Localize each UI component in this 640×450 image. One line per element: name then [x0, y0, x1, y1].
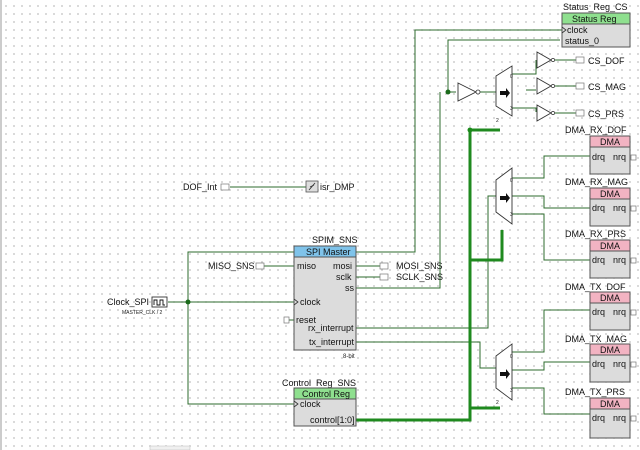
- dma-tx-mag-nrq: nrq: [613, 359, 626, 369]
- spi-clock-pin: clock: [300, 297, 321, 307]
- control-reg-control-pin: control[1:0]: [310, 415, 355, 425]
- spi-tx-interrupt-pin: tx_interrupt: [309, 337, 355, 347]
- dma-rx-mag-drq: drq: [592, 203, 605, 213]
- spi-miso-pin: miso: [297, 261, 316, 271]
- dma-rx-mag-instance: DMA_RX_MAG: [565, 177, 628, 187]
- control-reg-block[interactable]: Control_Reg_SNS Control Reg clock contro…: [282, 378, 357, 427]
- dma-tx-dof-instance: DMA_TX_DOF: [565, 282, 626, 292]
- spi-rx-interrupt-pin: rx_interrupt: [308, 323, 354, 333]
- spi-ss-pin: ss: [345, 283, 355, 293]
- demux-cs[interactable]: 0 3 2: [495, 65, 513, 124]
- pin-cs-prs-label: CS_PRS: [588, 109, 624, 119]
- dma-tx-mag-drq: drq: [592, 359, 605, 369]
- pin-miso-label: MISO_SNS: [208, 261, 255, 271]
- demux-rx-out3: 3: [510, 212, 513, 218]
- pin-sclk[interactable]: SCLK_SNS: [379, 272, 443, 282]
- clock-name: Clock_SPI: [107, 297, 149, 307]
- status-reg-status-pin: status_0: [565, 36, 599, 46]
- dma-rx-dof-type: DMA: [600, 137, 620, 147]
- dma-rx-prs-instance: DMA_RX_PRS: [565, 229, 626, 239]
- demux-cs-sel: 2: [496, 118, 499, 124]
- control-reg-header: [293, 387, 357, 400]
- reset-const-pin: [283, 316, 290, 324]
- pin-cs-prs[interactable]: CS_PRS: [575, 109, 624, 119]
- status-reg-block[interactable]: Status_Reg_CS Status Reg clock status_0: [561, 2, 631, 48]
- cs-dof-buffer[interactable]: [536, 51, 555, 69]
- dma-rx-mag-nrq: nrq: [613, 203, 626, 213]
- pin-sclk-label: SCLK_SNS: [396, 272, 443, 282]
- demux-tx-sel: 2: [496, 400, 499, 406]
- spi-header: [293, 245, 357, 258]
- dma-rx-prs[interactable]: DMA_RX_PRS DMA drq nrq: [565, 229, 637, 279]
- spi-type: SPI Master: [306, 247, 351, 257]
- dma-rx-prs-drq: drq: [592, 255, 605, 265]
- dma-tx-mag-instance: DMA_TX_MAG: [565, 334, 627, 344]
- cs-mag-buffer[interactable]: [536, 77, 555, 95]
- dma-rx-mag-type: DMA: [600, 189, 620, 199]
- inverter[interactable]: [457, 82, 481, 102]
- control-reg-instance: Control_Reg_SNS: [282, 378, 356, 388]
- pin-cs-dof[interactable]: CS_DOF: [575, 56, 625, 66]
- clock-junction: [185, 299, 191, 305]
- dma-tx-prs-drq: drq: [592, 413, 605, 423]
- pin-cs-dof-label: CS_DOF: [588, 56, 625, 66]
- status-reg-type: Status Reg: [572, 14, 617, 24]
- pin-dof-int[interactable]: DOF_Int: [183, 182, 230, 192]
- dma-tx-mag-type: DMA: [600, 345, 620, 355]
- bus-junction: [467, 127, 473, 133]
- control-reg-clock-pin: clock: [300, 399, 321, 409]
- spi-instance: SPIM_SNS: [312, 235, 358, 245]
- spi-footer: 8-bit: [343, 354, 355, 360]
- pin-mosi-label: MOSI_SNS: [396, 261, 443, 271]
- control-bus: [356, 128, 504, 422]
- status-reg-clock-pin: clock: [567, 25, 588, 35]
- demux-cs-out0: 0: [510, 74, 513, 80]
- dma-rx-dof-nrq: nrq: [613, 152, 626, 162]
- demux-tx-out0: 0: [510, 354, 513, 360]
- dma-tx-dof[interactable]: DMA_TX_DOF DMA drq nrq: [565, 282, 637, 331]
- wires: [168, 29, 590, 415]
- cs-junction: [445, 89, 451, 95]
- demux-tx[interactable]: 0 3 2: [495, 343, 513, 406]
- demux-cs-out3: 3: [510, 106, 513, 112]
- spi-mosi-pin: mosi: [333, 261, 352, 271]
- dma-tx-dof-drq: drq: [592, 307, 605, 317]
- clock-spi[interactable]: Clock_SPI MASTER_CLK / 2: [107, 296, 168, 316]
- dma-tx-mag[interactable]: DMA_TX_MAG DMA drq nrq: [565, 334, 637, 383]
- dma-rx-dof[interactable]: DMA_RX_DOF DMA drq nrq: [565, 125, 637, 175]
- dma-rx-dof-instance: DMA_RX_DOF: [565, 125, 627, 135]
- pin-miso[interactable]: MISO_SNS: [208, 261, 265, 271]
- isr-dmp[interactable]: isr_DMP: [305, 180, 355, 193]
- demux-rx-out0: 0: [510, 178, 513, 184]
- dma-rx-mag[interactable]: DMA_RX_MAG DMA drq nrq: [565, 177, 637, 227]
- dma-tx-prs-nrq: nrq: [613, 413, 626, 423]
- dma-tx-prs-type: DMA: [600, 399, 620, 409]
- dma-tx-dof-nrq: nrq: [613, 307, 626, 317]
- pin-cs-mag-label: CS_MAG: [588, 82, 626, 92]
- dof-int-label: DOF_Int: [183, 182, 218, 192]
- dma-rx-prs-nrq: nrq: [613, 255, 626, 265]
- isr-dmp-label: isr_DMP: [320, 182, 355, 192]
- status-reg-header: [561, 12, 631, 25]
- clock-waveform-icon: [153, 299, 165, 306]
- spi-sclk-pin: sclk: [336, 272, 352, 282]
- control-reg-type: Control Reg: [302, 389, 350, 399]
- status-reg-instance: Status_Reg_CS: [563, 2, 628, 12]
- demux-tx-out3: 3: [510, 388, 513, 394]
- spi-reset-pin: reset: [296, 315, 317, 325]
- pin-mosi[interactable]: MOSI_SNS: [379, 261, 443, 271]
- dma-rx-dof-drq: drq: [592, 152, 605, 162]
- dma-tx-dof-type: DMA: [600, 293, 620, 303]
- dma-tx-prs[interactable]: DMA_TX_PRS DMA drq nrq: [565, 387, 637, 439]
- cs-prs-buffer[interactable]: [536, 104, 555, 122]
- dma-rx-prs-type: DMA: [600, 241, 620, 251]
- pin-cs-mag[interactable]: CS_MAG: [575, 82, 626, 92]
- dma-tx-prs-instance: DMA_TX_PRS: [565, 387, 625, 397]
- clock-subtitle: MASTER_CLK / 2: [122, 310, 163, 316]
- bottom-scroll-stub[interactable]: [149, 445, 191, 450]
- demux-rx[interactable]: 0 3: [495, 167, 513, 225]
- spi-master-block[interactable]: SPIM_SNS SPI Master miso mosi sclk ss cl…: [293, 235, 358, 360]
